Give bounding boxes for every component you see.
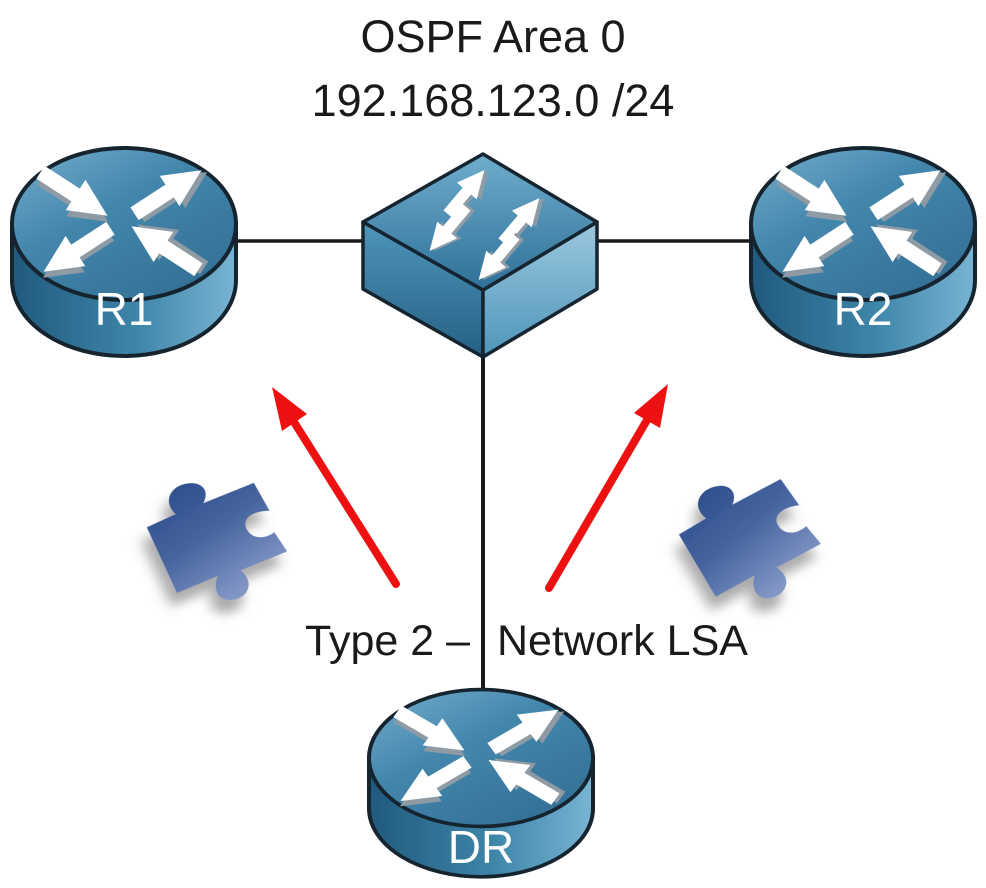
puzzle-lsa-left-icon <box>137 460 297 619</box>
ospf-area-title: OSPF Area 0 <box>360 11 626 62</box>
switch-icon <box>361 152 599 359</box>
lsa-arrow-to-r2-head <box>634 384 668 428</box>
annotation-network-lsa-label: Network LSA <box>497 617 748 665</box>
lsa-arrow-to-r1 <box>272 387 400 588</box>
lsa-arrow-to-r1-shaft <box>290 418 400 588</box>
network-address-subtitle: 192.168.123.0 /24 <box>311 75 675 126</box>
lsa-arrow-to-r1-head <box>272 387 307 431</box>
r1-label: R1 <box>94 283 154 335</box>
dr-label: DR <box>447 821 515 873</box>
lsa-arrow-to-r2 <box>545 384 668 592</box>
r2-label: R2 <box>833 283 893 335</box>
puzzle-lsa-right-icon <box>666 456 833 623</box>
annotation-type2-label: Type 2 – <box>305 617 470 665</box>
switch-top-face <box>361 152 599 292</box>
lsa-arrow-to-r2-shaft <box>545 416 651 592</box>
